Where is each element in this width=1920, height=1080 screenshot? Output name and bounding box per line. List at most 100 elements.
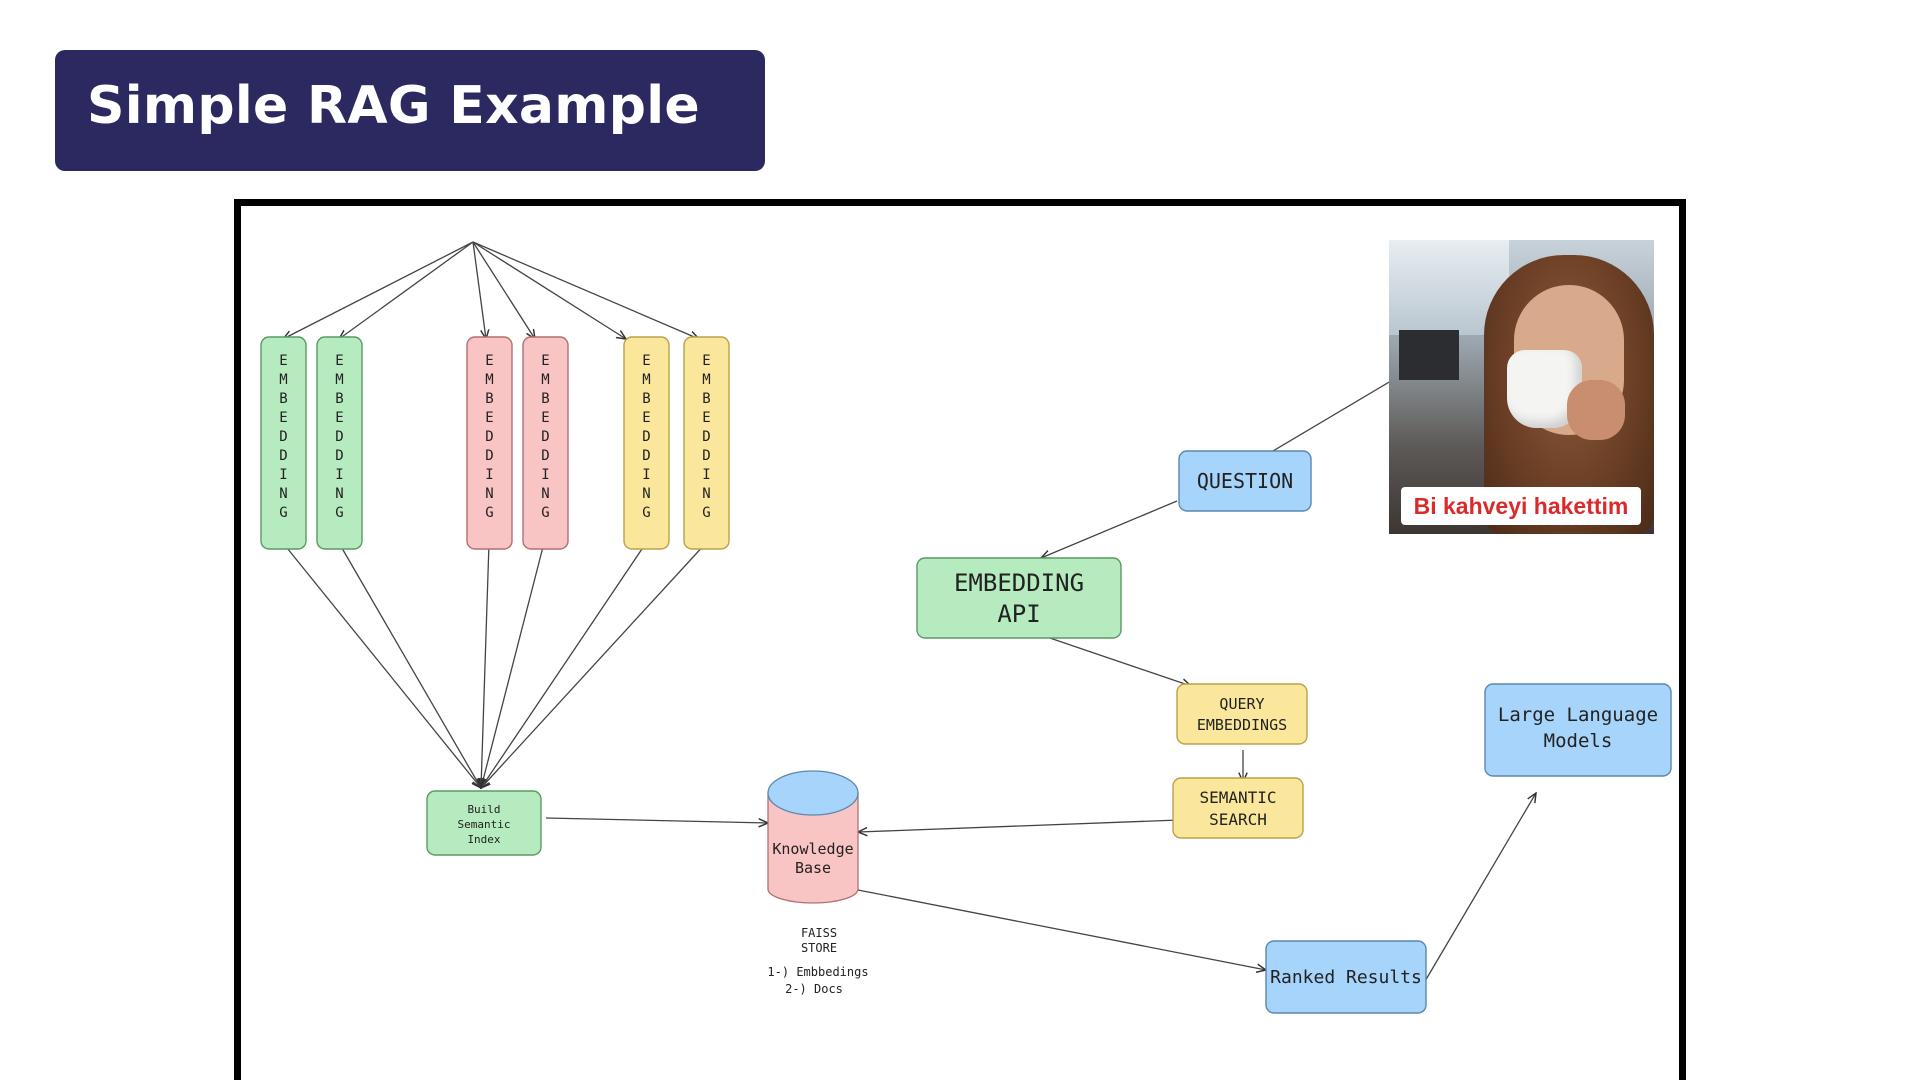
embedding-letter: E (279, 353, 287, 369)
faiss-line-2: STORE (801, 941, 837, 955)
embedding-letter: I (485, 467, 493, 483)
embedding-column-2: EMBEDDING (316, 336, 363, 550)
faiss-line-3: 1-) Embbedings (767, 965, 868, 979)
embedding-letter: N (335, 486, 343, 502)
knowledge-base-line-1: Knowledge (772, 840, 853, 858)
search-to-kb-arrow (858, 819, 1180, 832)
build-index-line-1: Build (467, 803, 500, 816)
embedding-letter: B (541, 391, 549, 407)
embedding-letter: N (642, 486, 650, 502)
faiss-note: FAISS STORE 1-) Embbedings 2-) Docs (767, 926, 868, 996)
query-embeddings-line-1: QUERY (1219, 695, 1264, 713)
faiss-line-4: 2-) Docs (785, 982, 843, 996)
ranked-results-box: Ranked Results (1265, 940, 1427, 1014)
merge-line-1 (282, 542, 481, 788)
semantic-search-box: SEMANTIC SEARCH (1172, 777, 1304, 839)
fan-arrow-5 (472, 241, 626, 339)
embedding-letter: G (541, 505, 549, 521)
merge-line-2 (338, 542, 481, 788)
ranked-to-llm-arrow (1420, 793, 1536, 989)
embedding-column-3: EMBEDDING (466, 336, 513, 550)
webcam-caption: Bi kahveyi hakettim (1401, 487, 1641, 525)
embedding-letter: D (335, 448, 343, 464)
embedding-letter: N (485, 486, 493, 502)
embedding-letter: N (279, 486, 287, 502)
llm-line-2: Models (1544, 730, 1613, 752)
embedding-letter: D (485, 448, 493, 464)
embedding-letter: B (642, 391, 650, 407)
knowledge-base-line-2: Base (795, 859, 831, 877)
embedding-letter: N (702, 486, 710, 502)
merge-line-4 (481, 542, 545, 788)
title-banner: Simple RAG Example (55, 50, 765, 171)
query-embeddings-line-2: EMBEDDINGS (1197, 716, 1287, 734)
embedding-letter: G (485, 505, 493, 521)
kb-to-ranked-arrow (857, 889, 1266, 970)
question-label: QUESTION (1197, 469, 1293, 493)
embedding-letter: D (642, 429, 650, 445)
merge-line-5 (481, 542, 647, 788)
embedding-letter: G (702, 505, 710, 521)
embedding-letter: D (702, 448, 710, 464)
semantic-search-line-2: SEARCH (1209, 810, 1267, 829)
embedding-letter: E (485, 353, 493, 369)
fan-arrow-4 (472, 241, 535, 339)
embedding-letter: D (541, 429, 549, 445)
embedding-letter: D (485, 429, 493, 445)
embedding-letter: E (702, 410, 710, 426)
embedding-letter: E (335, 353, 343, 369)
large-language-models-box: Large Language Models (1484, 683, 1672, 777)
llm-line-1: Large Language (1498, 704, 1658, 726)
embedding-letter: D (279, 448, 287, 464)
embedding-letter: G (279, 505, 287, 521)
embedding-letter: B (279, 391, 287, 407)
embedding-column-6: EMBEDDING (683, 336, 730, 550)
embedding-letter: B (335, 391, 343, 407)
embedding-letter: I (541, 467, 549, 483)
embedding-columns: EMBEDDINGEMBEDDINGEMBEDDINGEMBEDDINGEMBE… (260, 336, 730, 550)
embedding-letter: I (642, 467, 650, 483)
embedding-letter: E (541, 410, 549, 426)
fan-arrow-6 (472, 241, 699, 339)
embedding-letter: E (279, 410, 287, 426)
fan-arrow-2 (339, 241, 474, 339)
webcam-video-feed: Bi kahveyi hakettim (1389, 240, 1654, 534)
embedding-letter: N (541, 486, 549, 502)
embedding-letter: E (541, 353, 549, 369)
webcam-to-question-arrow (1251, 380, 1392, 464)
index-to-kb-arrow (545, 817, 768, 823)
build-index-line-2: Semantic (458, 818, 511, 831)
embedding-letter: E (485, 410, 493, 426)
embedding-letter: E (642, 410, 650, 426)
embedding-letter: E (335, 410, 343, 426)
query-embeddings-box: QUERY EMBEDDINGS (1176, 683, 1308, 745)
embedding-letter: D (642, 448, 650, 464)
embedding-letter: I (279, 467, 287, 483)
embedding-letter: M (702, 372, 710, 388)
semantic-search-line-1: SEMANTIC (1199, 788, 1276, 807)
faiss-line-1: FAISS (801, 926, 837, 940)
embedding-column-4: EMBEDDING (522, 336, 569, 550)
rag-diagram: EMBEDDINGEMBEDDINGEMBEDDINGEMBEDDINGEMBE… (260, 241, 1672, 1014)
embedding-column-1: EMBEDDING (260, 336, 307, 550)
embedding-letter: G (335, 505, 343, 521)
embedding-letter: D (541, 448, 549, 464)
fan-arrow-1 (283, 241, 474, 339)
embedding-column-5: EMBEDDING (623, 336, 670, 550)
embedding-letter: M (541, 372, 549, 388)
merge-line-6 (481, 542, 707, 788)
fan-arrow-3 (472, 241, 486, 339)
embedding-letter: G (642, 505, 650, 521)
embedding-letter: M (279, 372, 287, 388)
knowledge-base-cylinder: Knowledge Base (767, 770, 859, 904)
embedding-letter: M (485, 372, 493, 388)
embedding-api-line-1: EMBEDDING (954, 569, 1084, 597)
question-to-api-arrow (1041, 500, 1178, 558)
embedding-letter: E (642, 353, 650, 369)
ranked-results-label: Ranked Results (1270, 967, 1422, 988)
embedding-letter: D (702, 429, 710, 445)
question-box: QUESTION (1178, 450, 1312, 512)
embedding-letter: M (335, 372, 343, 388)
build-semantic-index-box: Build Semantic Index (426, 790, 542, 856)
